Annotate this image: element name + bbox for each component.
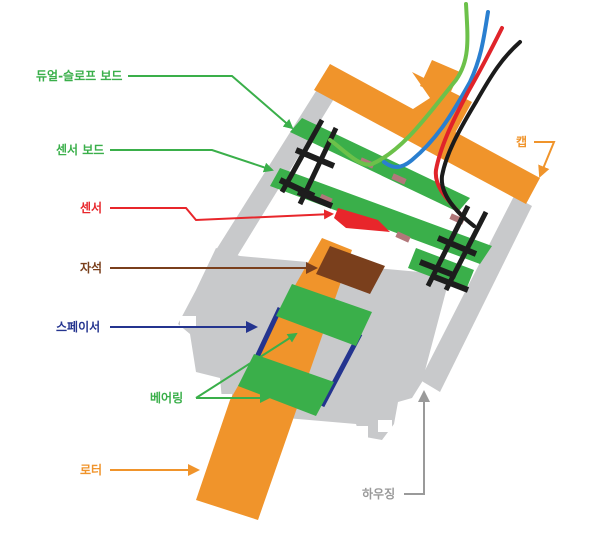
magnet [316, 246, 385, 294]
label-magnet: 자석 [80, 261, 103, 275]
leader-sensor-board [110, 149, 274, 173]
housing-notch [180, 316, 196, 328]
sensor-chip [334, 208, 390, 232]
label-rotor: 로터 [80, 463, 103, 477]
housing-notch [354, 426, 368, 438]
standoff-right [418, 204, 489, 293]
chip [395, 231, 411, 243]
leader-bearing-upper [195, 332, 298, 399]
chip [319, 193, 333, 205]
bearing-lower [238, 354, 334, 416]
leader-sensor [110, 207, 334, 222]
label-dual-slope-board: 듀얼-슬로프 보드 [36, 69, 123, 83]
pcb-assembly [270, 118, 492, 293]
wire-blue [382, 10, 490, 169]
label-housing: 하우징 [362, 487, 396, 501]
wire-black [439, 40, 522, 228]
label-bearing: 베어링 [150, 391, 184, 405]
housing-left-wall [216, 80, 340, 258]
housing-right-wall [420, 196, 532, 392]
leader-dual-slope-board [128, 75, 294, 130]
leader-housing [404, 390, 430, 495]
wire-green [328, 2, 470, 167]
cap-neck-upper [420, 60, 460, 98]
label-sensor-board: 센서 보드 [56, 143, 105, 157]
wire-red [433, 26, 504, 218]
sensor-board [270, 168, 492, 264]
bearing-upper [276, 284, 372, 346]
label-sensor: 센서 [80, 201, 103, 215]
spacer-right [319, 332, 363, 408]
cable-bundle [328, 2, 522, 228]
label-spacer: 스페이서 [56, 320, 101, 334]
leader-cap [534, 141, 556, 178]
housing-notch [378, 420, 392, 432]
label-cap: 캡 [516, 135, 528, 149]
chip [391, 173, 407, 185]
